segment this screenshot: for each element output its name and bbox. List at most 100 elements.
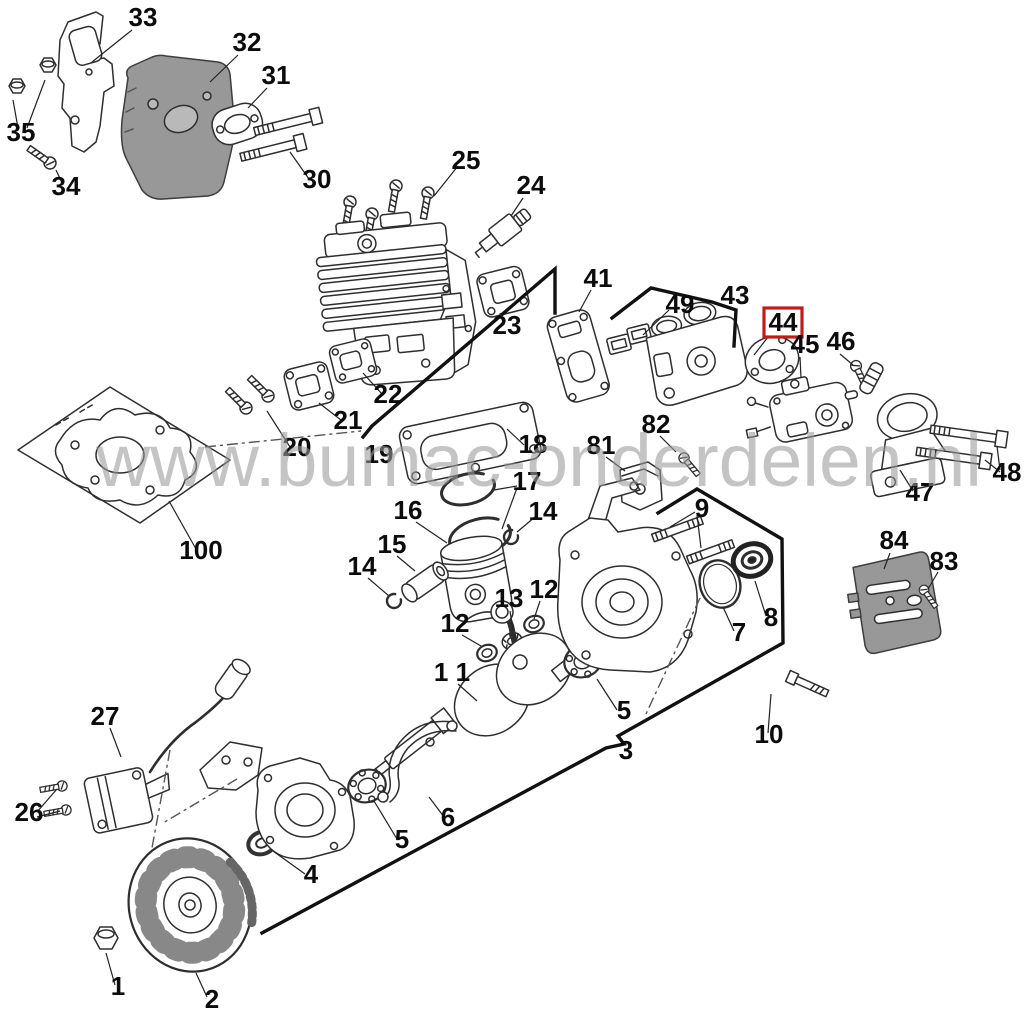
leader-line-24 xyxy=(510,197,524,217)
leader-line-44 xyxy=(753,336,769,356)
leader-line-31 xyxy=(247,87,268,109)
leader-line-33 xyxy=(91,29,133,63)
leader-line-5-left xyxy=(373,800,398,840)
part-label-12-left[interactable]: 12 xyxy=(441,608,470,638)
part-label-22[interactable]: 22 xyxy=(374,379,403,409)
part-label-12-right[interactable]: 12 xyxy=(530,574,559,604)
part-label-41[interactable]: 41 xyxy=(584,263,613,293)
leader-line-41 xyxy=(578,289,592,313)
part-label-83[interactable]: 83 xyxy=(930,546,959,576)
piston-pin-part xyxy=(401,561,449,603)
part-label-23[interactable]: 23 xyxy=(493,310,522,340)
ignition-coil-part xyxy=(83,658,251,834)
leader-line-47 xyxy=(899,469,914,492)
part-label-5-right[interactable]: 5 xyxy=(617,695,631,725)
bolt-part xyxy=(239,106,324,162)
leader-line-9 xyxy=(669,511,696,528)
part-label-14-right[interactable]: 14 xyxy=(529,496,558,526)
part-label-33[interactable]: 33 xyxy=(129,2,158,32)
part-label-44[interactable]: 44 xyxy=(769,307,798,337)
part-label-49[interactable]: 49 xyxy=(666,289,695,319)
leader-line-16 xyxy=(415,521,448,544)
part-label-26[interactable]: 26 xyxy=(15,797,44,827)
part-label-3[interactable]: 3 xyxy=(619,735,633,765)
oil-seal-part xyxy=(730,541,774,579)
manifold-part xyxy=(859,362,949,498)
part-label-34[interactable]: 34 xyxy=(52,171,81,201)
leader-line-20 xyxy=(266,410,291,448)
cover-plate-part xyxy=(328,338,378,384)
part-label-14-left[interactable]: 14 xyxy=(348,551,377,581)
leader-line-12-left xyxy=(461,634,482,647)
part-label-24[interactable]: 24 xyxy=(517,170,546,200)
flywheel-part xyxy=(127,837,257,973)
part-label-35[interactable]: 35 xyxy=(7,117,36,147)
part-label-5-left[interactable]: 5 xyxy=(395,824,409,854)
part-label-47[interactable]: 47 xyxy=(906,477,935,507)
crankcase-part xyxy=(556,477,698,673)
cover-plate-part xyxy=(283,361,335,411)
bracket-part xyxy=(199,741,263,791)
leader-line-5-right xyxy=(596,678,618,711)
part-label-43[interactable]: 43 xyxy=(721,280,750,310)
part-label-15[interactable]: 15 xyxy=(378,529,407,559)
reed-valve-part xyxy=(606,323,653,355)
part-label-32[interactable]: 32 xyxy=(233,27,262,57)
part-label-17[interactable]: 17 xyxy=(513,466,542,496)
leader-line-81 xyxy=(605,456,626,472)
leader-line-84 xyxy=(883,552,891,570)
part-label-84[interactable]: 84 xyxy=(880,525,909,555)
part-label-25[interactable]: 25 xyxy=(452,145,481,175)
part-label-10[interactable]: 10 xyxy=(755,719,784,749)
part-label-19[interactable]: 19 xyxy=(365,439,394,469)
part-label-9[interactable]: 9 xyxy=(695,493,709,523)
part-label-45[interactable]: 45 xyxy=(791,329,820,359)
leader-line-14-left xyxy=(367,577,390,597)
part-label-4[interactable]: 4 xyxy=(304,859,319,889)
leader-line-26 xyxy=(36,788,58,813)
part-label-11[interactable]: 1 1 xyxy=(434,657,470,687)
bearing-part xyxy=(476,614,545,663)
leader-line-21 xyxy=(318,402,342,421)
leader-line-8 xyxy=(754,580,767,617)
leader-line-17 xyxy=(501,487,518,530)
part-label-16[interactable]: 16 xyxy=(394,495,423,525)
part-label-27[interactable]: 27 xyxy=(91,701,120,731)
piston-part xyxy=(439,535,513,624)
part-label-20[interactable]: 20 xyxy=(283,432,312,462)
part-label-31[interactable]: 31 xyxy=(262,60,291,90)
leader-line-30 xyxy=(289,151,310,180)
leader-line-11 xyxy=(457,683,478,702)
part-label-7[interactable]: 7 xyxy=(732,617,746,647)
exhaust-gasket-part xyxy=(211,102,264,146)
part-label-48[interactable]: 48 xyxy=(993,457,1022,487)
part-label-82[interactable]: 82 xyxy=(642,409,671,439)
centerlines xyxy=(151,430,701,849)
part-label-18[interactable]: 18 xyxy=(519,429,548,459)
circlip-part xyxy=(385,592,403,610)
leader-line-17 xyxy=(493,485,518,491)
part-label-46[interactable]: 46 xyxy=(827,326,856,356)
part-label-21[interactable]: 21 xyxy=(334,405,363,435)
leader-line-83 xyxy=(927,571,939,590)
leader-line-46 xyxy=(839,353,854,366)
leader-line-12-right xyxy=(533,600,541,620)
part-label-8[interactable]: 8 xyxy=(764,602,778,632)
leader-line-7 xyxy=(722,606,735,632)
parts-artwork xyxy=(8,11,1009,973)
leader-line-82 xyxy=(659,435,677,453)
part-label-30[interactable]: 30 xyxy=(303,164,332,194)
part-label-1[interactable]: 1 xyxy=(111,971,125,1001)
part-label-81[interactable]: 81 xyxy=(587,430,616,460)
leader-line-48 xyxy=(984,459,1001,473)
part-label-100[interactable]: 100 xyxy=(179,535,222,565)
screw-part xyxy=(222,372,278,418)
leader-line-100 xyxy=(168,500,197,550)
part-label-6[interactable]: 6 xyxy=(441,802,455,832)
part-label-2[interactable]: 2 xyxy=(205,984,219,1012)
leader-line-27 xyxy=(109,727,122,758)
leader-line-4 xyxy=(272,850,306,875)
crankcase-part xyxy=(255,757,355,860)
part-label-13[interactable]: 13 xyxy=(495,583,524,613)
